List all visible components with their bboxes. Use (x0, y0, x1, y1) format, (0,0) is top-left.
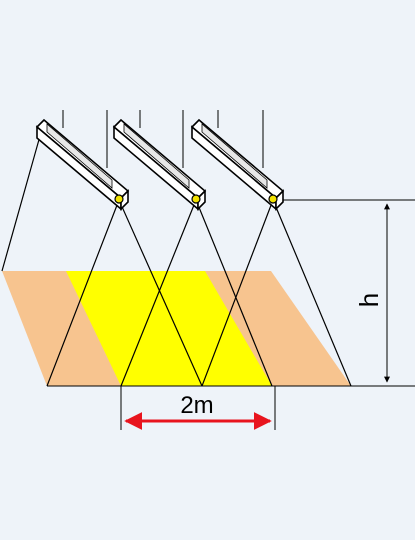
luminaire-3 (190, 118, 285, 211)
lamp-1 (114, 194, 124, 204)
luminaire-1 (35, 118, 130, 211)
light-cones (1, 135, 352, 387)
spacing-label: 2m (180, 392, 213, 419)
height-label: h (354, 293, 384, 307)
floor-overlap-zone (66, 271, 272, 386)
lamp-3 (268, 194, 278, 204)
suspension-wires (62, 110, 264, 168)
lamp-2 (191, 194, 201, 204)
height-dimension (283, 199, 415, 383)
spacing-dimension (120, 386, 276, 430)
luminaire-2 (112, 118, 207, 211)
